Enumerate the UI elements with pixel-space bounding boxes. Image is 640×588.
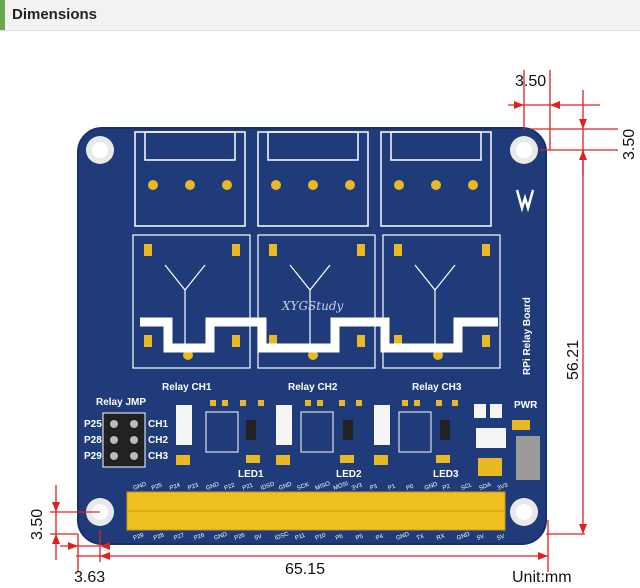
gpio-pin-label: SCL	[460, 482, 474, 492]
gpio-pin-label: P22	[224, 482, 237, 492]
gpio-pin-label: GND	[396, 531, 411, 541]
led-driver-circuits	[176, 400, 458, 465]
dim-width: 65.15	[285, 561, 325, 578]
gpio-pin-label: GND	[456, 531, 471, 541]
board-name: RPi Relay Board	[522, 297, 533, 375]
dim-top-offset-x: 3.50	[515, 73, 546, 90]
gpio-pin-label: 5V	[497, 534, 506, 542]
relay-ch2-label: Relay CH2	[288, 382, 338, 393]
gpio-pin-label: SDA	[478, 482, 492, 492]
gpio-pin-label: P26	[234, 532, 247, 542]
dim-height: 56.21	[565, 340, 582, 380]
gpio-pin-label: 3V3	[351, 482, 364, 492]
relay-bodies	[132, 234, 501, 369]
gpio-pin-label: 3V3	[497, 482, 510, 492]
gpio-pin-label: P26	[193, 532, 206, 542]
gpio-pin-label: GND	[133, 481, 148, 491]
unit-label: Unit:mm	[512, 569, 572, 586]
jmp-ch2: CH2	[148, 435, 168, 446]
relay-ch3-label: Relay CH3	[412, 382, 462, 393]
gpio-pin-label: P3	[369, 484, 379, 492]
section-title: Dimensions	[12, 6, 98, 23]
gpio-pin-label: RX	[436, 533, 446, 541]
gpio-pin-label: MISO	[315, 481, 332, 492]
gpio-pin-label: IDSD	[260, 481, 276, 492]
relay-jumper	[102, 412, 146, 468]
gpio-pin-label: P5	[355, 534, 365, 542]
gpio-pin-label: P28	[153, 532, 166, 542]
gpio-pin-label: SCK	[296, 482, 310, 492]
gpio-pin-label: GND	[424, 481, 439, 491]
gpio-bottom-labels: P29 P28 P27 P26 GND P26 5V IDSC P11 P10 P6 P5 P4 GND T…	[133, 531, 506, 542]
gpio-pin-label: P27	[173, 532, 186, 542]
gpio-pin-label: 5V	[476, 534, 485, 542]
gpio-pin-label: P4	[375, 534, 385, 542]
gpio-pin-label: TX	[416, 534, 425, 542]
jmp-ch3: CH3	[148, 451, 168, 462]
watermark: XYGStudy	[281, 299, 344, 313]
gpio-pin-label: P21	[242, 482, 255, 492]
gpio-pin-label: P25	[151, 482, 164, 492]
led3-label: LED3	[433, 469, 459, 480]
led1-label: LED1	[238, 469, 264, 480]
gpio-pin-label: P23	[187, 482, 200, 492]
gpio-pin-label: GND	[205, 481, 220, 491]
dim-top-offset-y: 3.50	[621, 129, 638, 160]
gpio-pin-label: MOSI	[333, 481, 350, 492]
section-header: Dimensions	[0, 0, 640, 31]
relay-ch1-label: Relay CH1	[162, 382, 212, 393]
dim-bottom-offset-y: 3.50	[29, 509, 46, 540]
gpio-pin-label: P29	[133, 532, 146, 542]
mounting-holes	[86, 136, 538, 526]
pcb-board	[77, 127, 547, 545]
gpio-pin-label: P0	[406, 484, 416, 492]
gpio-pin-label: IDSC	[274, 531, 290, 542]
gpio-pin-label: P10	[315, 532, 328, 542]
isolation-slot	[140, 317, 498, 353]
gpio-pin-label: P1	[387, 484, 397, 492]
dim-bottom-offset-x: 3.63	[74, 569, 105, 586]
gpio-header	[126, 491, 506, 531]
gpio-pin-label: P11	[294, 533, 306, 542]
waveshare-logo-icon	[515, 188, 535, 213]
gpio-pin-label: P24	[169, 482, 182, 492]
jmp-pin-p28: P28	[84, 435, 102, 446]
header-accent-bar	[0, 0, 5, 30]
jmp-ch1: CH1	[148, 419, 168, 430]
pwr-label: PWR	[514, 400, 538, 411]
power-circuit	[474, 404, 540, 480]
gpio-pin-label: P2	[442, 484, 452, 492]
jmp-pin-p25: P25	[84, 419, 102, 430]
gpio-pin-label: 5V	[254, 534, 263, 542]
gpio-pin-label: GND	[214, 531, 229, 541]
led2-label: LED2	[336, 469, 362, 480]
dimension-arrows	[52, 101, 587, 560]
jmp-pin-p29: P29	[84, 451, 102, 462]
gpio-pin-label: GND	[278, 481, 293, 491]
terminal-pads	[148, 180, 478, 190]
gpio-pin-label: P6	[335, 534, 345, 542]
terminal-blocks	[134, 131, 492, 227]
relay-jmp-title: Relay JMP	[96, 397, 146, 408]
